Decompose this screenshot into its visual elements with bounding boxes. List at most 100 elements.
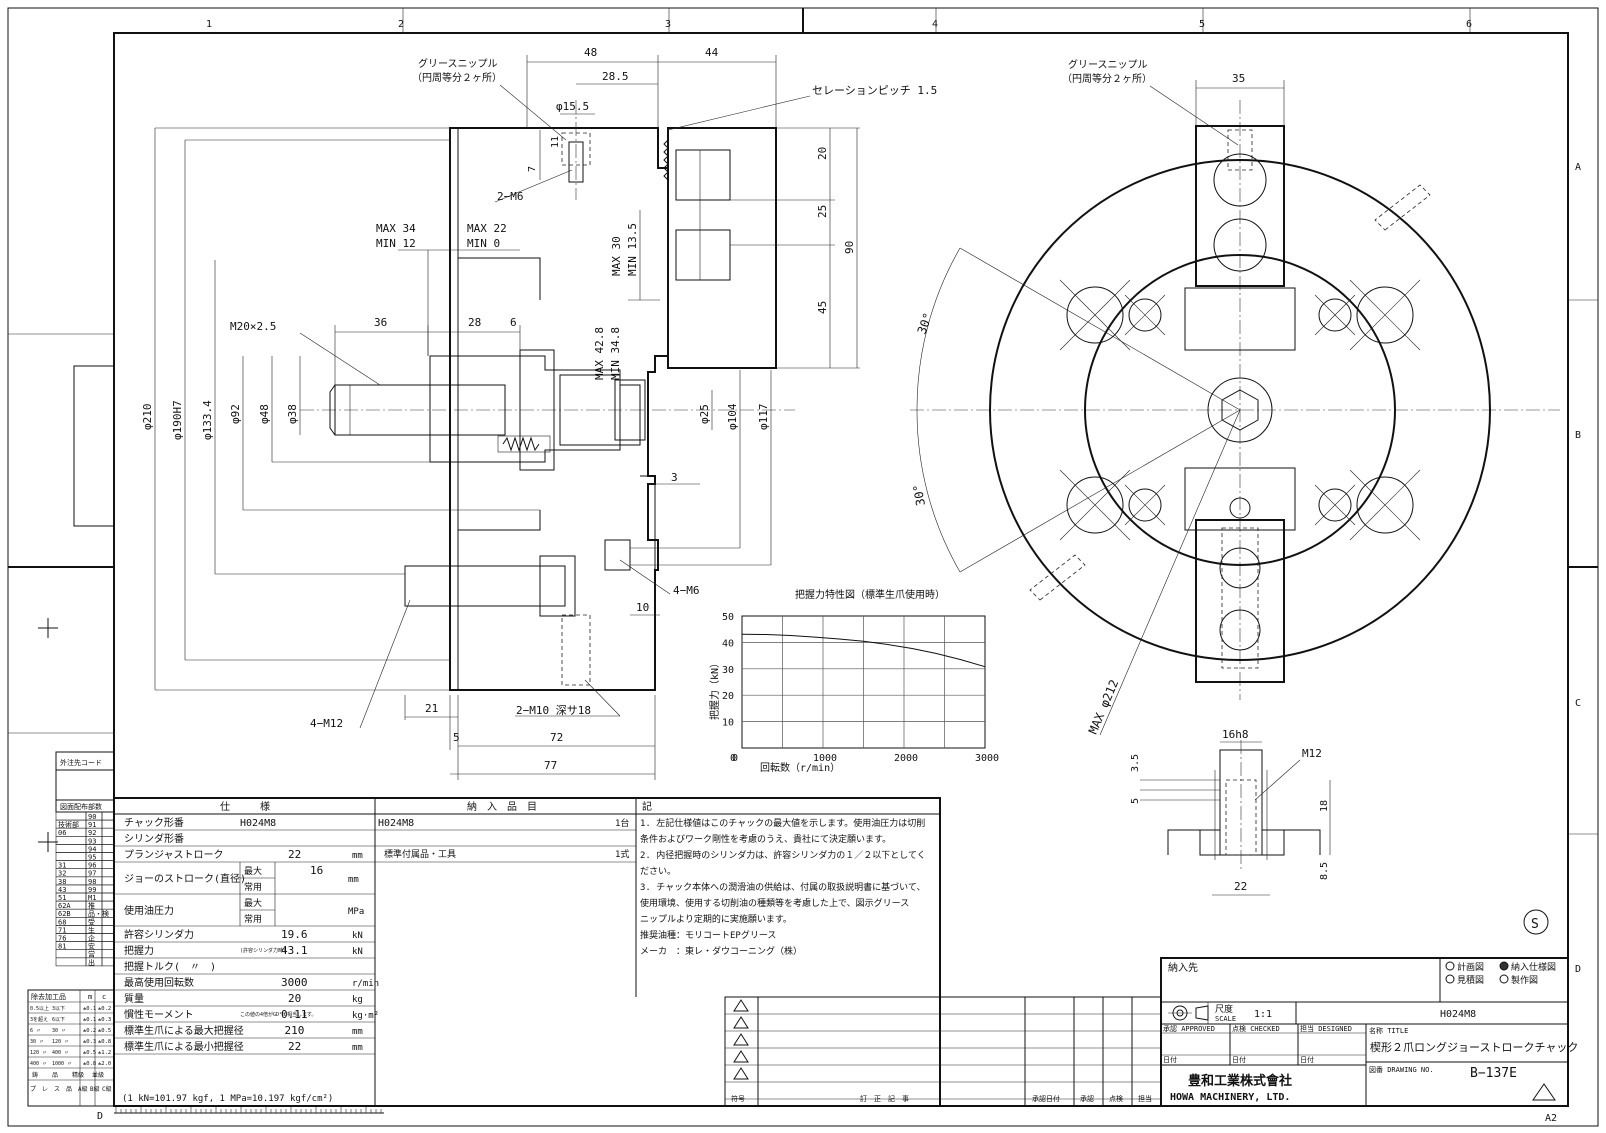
dist-left-code: 71	[58, 926, 66, 934]
scale-label-en: SCALE	[1215, 1015, 1236, 1023]
jaw-detail-view: 16h8 M12 3.5 5 18 8.5 22 S	[1130, 728, 1549, 935]
rev-col-mark: 符号	[731, 1094, 745, 1103]
designed-label: 担当 DESIGNED	[1300, 1024, 1352, 1033]
dist-row-code: 97	[88, 870, 96, 878]
note-line-4: ださい。	[640, 866, 676, 877]
spec-footer: (1 kN=101.97 kgf, 1 MPa=10.197 kgf/cm²)	[122, 1094, 333, 1104]
s-mark-label: S	[1531, 917, 1539, 932]
note-line-2: 条件およびワーク剛性を考慮のうえ、貴社にて決定願います。	[640, 833, 891, 845]
spec-row-unit: MPa	[348, 907, 364, 917]
label-2-m6: 2−M6	[497, 190, 524, 203]
tol-from: 3を超え	[30, 1016, 48, 1023]
label-min12: MIN 12	[376, 237, 416, 250]
delivery-rows: H024M8 1台 標準付属品・工具 1式	[378, 817, 629, 860]
delivery-item-2: 標準付属品・工具	[384, 848, 456, 860]
tol-to: 120 〃	[52, 1039, 69, 1045]
spec-row-label: 最高使用回転数	[124, 976, 194, 989]
spec-row-value: 0.11	[281, 1008, 308, 1021]
dist-row-code: 94	[88, 845, 96, 853]
dist-left-code: 76	[58, 935, 66, 943]
dist-row-code: 企	[88, 934, 95, 943]
tol-from: 30 〃	[30, 1039, 44, 1045]
option-plan-radio[interactable]	[1445, 961, 1455, 971]
chart-y-tick-label: 20	[722, 691, 734, 702]
tol-from: 120 〃	[30, 1050, 47, 1056]
spec-row-label: 把握トルク( 〃 )	[124, 960, 216, 973]
revision-triangle-icon	[733, 1033, 749, 1046]
projection-symbol-icon	[1168, 1005, 1209, 1021]
spec-row-value: 20	[288, 992, 301, 1005]
dim-22: 22	[1234, 880, 1247, 893]
rev-col-check: 点検	[1109, 1094, 1123, 1103]
chart-x-tick-label: 2000	[894, 753, 918, 764]
dim-28-5: 28.5	[602, 70, 629, 83]
option-plan-label: 計画図	[1457, 961, 1484, 973]
tol-from: 400 〃	[30, 1061, 47, 1067]
title-label: 名称 TITLE	[1369, 1026, 1408, 1035]
triangle-mark-icon	[1532, 1083, 1556, 1101]
option-estimate-radio[interactable]	[1445, 974, 1455, 984]
chart-ylabel: 把握力（kN）	[708, 658, 721, 720]
option-production-radio[interactable]	[1499, 974, 1509, 984]
tol-m-value: ±0.5	[83, 1050, 96, 1056]
label-min0: MIN 0	[467, 237, 500, 250]
spec-row-label: チャック形番	[124, 817, 184, 829]
dim-36: 36	[374, 316, 387, 329]
dist-row-code: 営	[88, 950, 95, 959]
delivery-header: 納 入 品 目	[467, 800, 537, 813]
dim-35: 35	[1232, 72, 1245, 85]
checked-label: 点検 CHECKED	[1232, 1024, 1280, 1033]
tol-title: 除去加工品	[31, 992, 66, 1001]
spec-row-unit: mm	[348, 875, 359, 885]
dist-row-code: 92	[88, 829, 96, 837]
spec-row-value: 210	[285, 1024, 305, 1037]
dist-left-code: 06	[58, 829, 66, 837]
approved-label: 承認 APPROVED	[1163, 1024, 1215, 1033]
rev-col-date: 承認日付	[1032, 1094, 1060, 1103]
option-estimate-label: 見積図	[1457, 974, 1484, 986]
delivery-qty-1: 1台	[615, 817, 629, 829]
chart-grid	[741, 615, 986, 749]
dim-phi25: φ25	[698, 404, 711, 424]
press-footer-text: レ	[42, 1086, 48, 1093]
spec-row-label: 許容シリンダ力	[124, 928, 194, 941]
label-4-m6: 4−M6	[673, 584, 700, 597]
spec-row-label: 質量	[124, 992, 144, 1005]
zone-row-c: C	[1575, 698, 1581, 709]
spec-row-value: 43.1	[281, 944, 308, 957]
spec-row-value: 3000	[281, 976, 308, 989]
tol-to: 1000 〃	[52, 1061, 72, 1067]
label-m12: M12	[1302, 747, 1322, 760]
spec-sub-label: 最大	[244, 865, 262, 877]
spec-row-unit: kg·m²	[352, 1011, 379, 1021]
title-block: 納入先 計画図 納入仕様図 見積図 製作図 尺度 SCALE 1:1 H024M…	[1160, 957, 1578, 1107]
notes-lines: 1. 左記仕様値はこのチャックの最大値を示します。使用油圧力は切削 条件およびワ…	[640, 817, 926, 957]
option-delivery-spec-radio[interactable]	[1499, 961, 1509, 971]
tol-c-value: ±0.2	[98, 1006, 111, 1012]
dim-phi133-4: φ133.4	[201, 400, 214, 440]
chart-x-tick-label: 1000	[813, 753, 837, 764]
option-delivery-spec-label: 納入仕様図	[1511, 961, 1556, 973]
s-mark-icon	[1523, 909, 1549, 935]
tol-to: 400 〃	[52, 1050, 69, 1056]
bottom-left-letter: D	[97, 1111, 103, 1122]
dim-16h8: 16h8	[1222, 728, 1249, 741]
dim-18: 18	[1319, 800, 1330, 812]
chart-title: 把握力特性図（標準生爪使用時）	[795, 588, 945, 601]
dim-21: 21	[425, 702, 438, 715]
tol-col-m: m	[88, 993, 92, 1001]
dim-phi38: φ38	[286, 404, 299, 424]
dim-3: 3	[671, 471, 678, 484]
note-line-6: 使用環境、使用する切削油の種類等を考慮した上で、図示グリース	[640, 897, 909, 909]
dim-phi15-5: φ15.5	[556, 100, 589, 113]
front-view: 30° 30° MAX φ212 35 グリースニップル （円周等分２ヶ所）	[910, 58, 1560, 736]
dim-77: 77	[544, 759, 557, 772]
dim-phi104: φ104	[726, 403, 739, 430]
label-max42-8: MAX 42.8	[593, 327, 606, 380]
note-line-8: 推奨油種：モリコートEPグリース	[640, 929, 776, 941]
spec-row-unit: r/min	[352, 979, 379, 989]
zone-col-1: 1	[206, 19, 212, 30]
rev-col-note: 訂 正 記 事	[860, 1094, 909, 1103]
